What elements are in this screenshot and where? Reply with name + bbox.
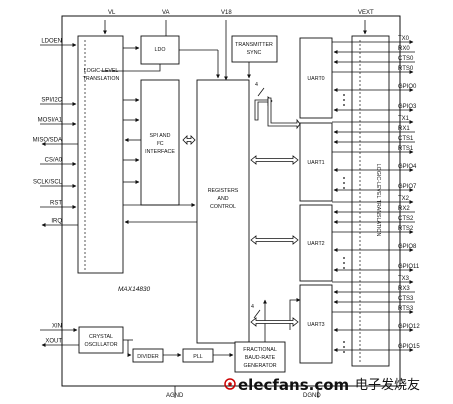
left-pin-label: SPI/I2C <box>41 98 62 104</box>
supply-label-vext: VEXT <box>358 10 374 16</box>
chip-outline <box>61 15 401 387</box>
right-pin-label: RX1 <box>398 126 410 132</box>
right-pin-label: RX0 <box>398 46 410 52</box>
left-pin-label: MISO/SDA <box>33 138 62 144</box>
ground-label-dgnd: DGND <box>303 393 321 399</box>
right-pin-label: GPIO3 <box>398 104 417 110</box>
chip-name-label: MAX14830 <box>118 286 151 293</box>
right-pin-label: GPIO4 <box>398 164 417 170</box>
bus-arrows <box>182 96 301 327</box>
watermark-site: elecfans.com <box>238 376 349 394</box>
bus-width-label-top: 4 <box>255 82 258 88</box>
left-pin-label: LDOEN <box>41 39 62 45</box>
bus-slashes <box>253 87 265 319</box>
ldo-label: LDO <box>155 47 166 53</box>
registers-label-2: AND <box>217 196 228 202</box>
right-pin-label: GPIO12 <box>398 324 420 330</box>
uart1-label: UART1 <box>307 160 324 166</box>
right-pin-label: GPIO7 <box>398 184 417 190</box>
ground-pins <box>174 386 319 398</box>
crystal-label-2: OSCILLATOR <box>84 342 117 348</box>
left-logic-translation-block <box>77 35 124 274</box>
right-translation-label: LOGIC-LEVEL TRANSLATION <box>375 164 381 237</box>
right-pin-label: TX1 <box>398 116 410 122</box>
left-translation-label-2: TRANSLATION <box>83 76 120 82</box>
right-pin-label: RX3 <box>398 286 410 292</box>
watermark: elecfans.com 电子发烧友 <box>224 376 420 394</box>
left-pin-label: XOUT <box>45 339 62 345</box>
right-pin-label: CTS0 <box>398 56 414 62</box>
uart3-block <box>299 284 333 364</box>
right-pin-label: GPIO15 <box>398 344 420 350</box>
right-pin-label: RTS0 <box>398 66 414 72</box>
right-pin-label: CTS3 <box>398 296 414 302</box>
ground-label-agnd: AGND <box>166 393 184 399</box>
left-pin-label: SCLK/SCL <box>33 180 63 186</box>
supply-label-v18: V18 <box>221 10 232 16</box>
left-pin-label: RST <box>50 201 62 207</box>
uart2-block <box>299 204 333 282</box>
supply-label-vl: VL <box>108 10 116 16</box>
supply-label-va: VA <box>162 10 170 16</box>
right-pin-label: TX2 <box>398 196 410 202</box>
transmitter-sync-block <box>231 35 278 63</box>
uart0-block <box>299 37 333 119</box>
right-logic-translation-block <box>351 35 390 367</box>
right-pin-label: CTS2 <box>398 216 414 222</box>
transmitter-sync-label-2: SYNC <box>247 50 262 56</box>
uart2-label: UART2 <box>307 241 324 247</box>
fbrg-label-1: FRACTIONAL <box>243 347 277 353</box>
fbrg-label-3: GENERATOR <box>243 363 276 369</box>
right-pin-label: RTS1 <box>398 146 414 152</box>
pll-block <box>182 348 214 363</box>
fbrg-block <box>234 341 286 373</box>
spi-label-2: I²C <box>156 141 163 147</box>
left-pin-label: CS/A0 <box>45 158 63 164</box>
registers-label-1: REGISTERS <box>208 188 239 194</box>
right-pin-label: GPIO0 <box>398 84 417 90</box>
left-pin-label: XIN <box>52 324 62 330</box>
right-pin-label: RX2 <box>398 206 410 212</box>
right-pin-label: GPIO8 <box>398 244 417 250</box>
right-pin-label: TX3 <box>398 276 410 282</box>
spi-label-1: SPI AND <box>150 133 171 139</box>
internal-connections <box>101 46 301 357</box>
registers-label-3: CONTROL <box>210 204 236 210</box>
bus-width-label-bottom: 4 <box>251 304 254 310</box>
divider-block <box>132 348 164 363</box>
registers-control-block <box>196 79 250 344</box>
crystal-oscillator-block <box>78 326 124 354</box>
right-pin-label: RTS3 <box>398 306 414 312</box>
watermark-cn: 电子发烧友 <box>355 377 420 393</box>
right-pin-label: TX0 <box>398 36 410 42</box>
right-pin-label: CTS1 <box>398 136 414 142</box>
right-pin-label: RTS2 <box>398 226 414 232</box>
uart3-label: UART3 <box>307 322 324 328</box>
right-io-pins: TX0RX0CTS0RTS0GPIO0GPIO3TX1RX1CTS1RTS1GP… <box>332 36 420 352</box>
transmitter-sync-label-1: TRANSMITTER <box>235 42 273 48</box>
fbrg-label-2: BAUD-RATE <box>245 355 276 361</box>
pll-label: PLL <box>193 354 202 360</box>
crystal-label-1: CRYSTAL <box>89 334 113 340</box>
right-pin-label: GPIO11 <box>398 264 420 270</box>
uart-ellipsis-dots <box>343 94 345 353</box>
left-pin-label: MOSI/A1 <box>38 118 63 124</box>
left-pin-label: IRQ <box>51 219 62 225</box>
uart1-block <box>299 122 333 202</box>
uart0-label: UART0 <box>307 76 324 82</box>
spi-i2c-interface-block <box>140 79 180 206</box>
spi-label-3: INTERFACE <box>145 149 175 155</box>
divider-label: DIVIDER <box>137 354 159 360</box>
